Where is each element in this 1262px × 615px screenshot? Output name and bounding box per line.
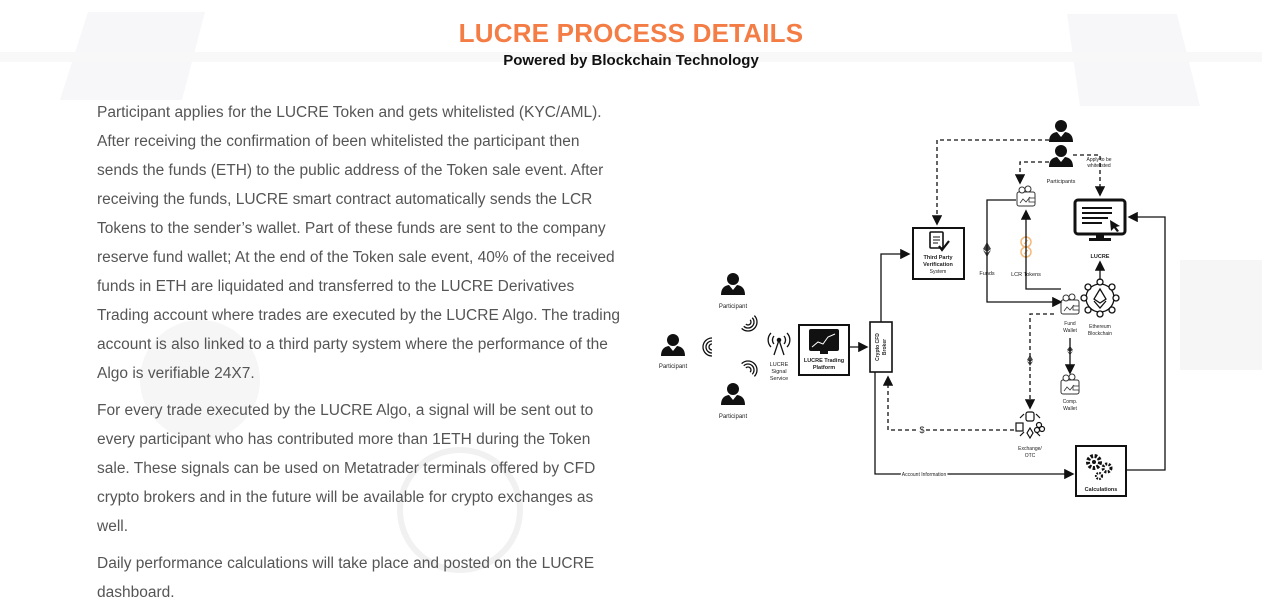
arrow-broker-to-verification <box>880 248 911 322</box>
participant-top-label: Participant <box>719 304 748 310</box>
trading-label-2: Platform <box>813 365 835 371</box>
calculations-label: Calculations <box>1085 487 1118 493</box>
signal-label-1: LUCRE <box>770 362 789 368</box>
dash-fund-to-exchange <box>1024 313 1054 410</box>
calculations: Calculations <box>1075 445 1127 497</box>
paragraph-process: Participant applies for the LUCRE Token … <box>97 104 620 382</box>
antenna-icon <box>767 332 791 356</box>
participant-bottom: Participant <box>719 383 748 420</box>
ethereum-blockchain: Ethereum Blockchain <box>1080 278 1120 337</box>
arrow-blockchain-to-wallet <box>1020 209 1061 290</box>
account-info-label: Account Information <box>902 472 947 478</box>
dash-participants-to-wallet <box>1014 161 1049 185</box>
dollar-label: $ <box>919 425 924 435</box>
monitor-cursor-icon <box>1073 198 1127 241</box>
person-icon <box>661 334 685 356</box>
comp-wallet-label-2: Wallet <box>1063 406 1077 412</box>
third-party-label-2: Verification <box>923 262 953 268</box>
crypto-exchange-icon <box>1015 411 1046 440</box>
crypto-cfd-broker: Crypto CFD Broker <box>869 321 893 373</box>
dash-participant-to-verification <box>931 139 1049 226</box>
exchange-otc: Exchange/ OTC <box>1015 411 1046 459</box>
process-diagram: Participant Participant Participant LUCR… <box>659 120 1166 497</box>
fund-wallet-label-2: Wallet <box>1063 328 1077 334</box>
page-subtitle: Powered by Blockchain Technology <box>503 52 759 69</box>
apply-label-1: Apply to be <box>1086 157 1111 163</box>
third-party-label-1: Third Party <box>923 255 953 261</box>
exchange-label-1: Exchange/ <box>1018 446 1042 452</box>
broker-box <box>869 321 893 373</box>
paragraph-calculations: Daily performance calculations will take… <box>97 555 595 601</box>
calculations-box <box>1075 445 1127 497</box>
comp-wallet-icon <box>1060 373 1080 395</box>
participant-left-label: Participant <box>659 364 688 370</box>
lucre-label: LUCRE <box>1091 254 1110 260</box>
solid-connectors <box>849 199 1166 480</box>
participant-bottom-label: Participant <box>719 414 748 420</box>
wifi-icon-top <box>741 315 758 332</box>
ethereum-label-2: Blockchain <box>1088 331 1112 337</box>
participant-left: Participant <box>659 334 688 370</box>
signal-label-3: Service <box>770 376 788 382</box>
signal-label-2: Signal <box>771 369 786 375</box>
arrow-calculations-to-lucre <box>1126 211 1166 471</box>
document-check-icon <box>929 231 950 252</box>
participants-group: Participants Apply to be whitelisted <box>1047 120 1112 185</box>
person-icon <box>1049 120 1073 142</box>
broker-label-1: Crypto CFD <box>875 333 881 361</box>
participant-top: Participant <box>719 273 748 310</box>
exchange-label-2: OTC <box>1025 453 1036 459</box>
ethereum-label-1: Ethereum <box>1089 324 1111 330</box>
wifi-signal-icons <box>702 315 758 377</box>
trading-platform: LUCRE Trading Platform <box>798 324 850 376</box>
chart-monitor-icon <box>809 329 839 354</box>
arrow-funds-to-fund-wallet <box>986 199 1063 308</box>
signal-service: LUCRE Signal Service <box>767 332 791 382</box>
ethereum-network-icon <box>1080 278 1120 318</box>
participant-wallet-icon <box>1016 185 1036 207</box>
gears-icon <box>1086 454 1113 481</box>
arrow-account-info <box>874 372 1075 480</box>
third-party-verification: Third Party Verification System <box>912 227 965 280</box>
third-party-box <box>912 227 965 280</box>
participants-label: Participants <box>1047 179 1076 185</box>
dash-exchange-to-broker <box>882 375 1014 431</box>
description-column: Participant applies for the LUCRE Token … <box>97 98 625 615</box>
wifi-icon-bottom <box>741 360 758 377</box>
fund-wallet-icon <box>1060 293 1080 315</box>
third-party-label-3: System <box>930 269 947 275</box>
apply-label-2: whitelisted <box>1087 163 1111 169</box>
broker-label-2: Broker <box>882 339 888 355</box>
comp-wallet-label-1: Comp. <box>1063 399 1078 405</box>
paragraph-signals: For every trade executed by the LUCRE Al… <box>97 402 596 535</box>
trading-label-1: LUCRE Trading <box>804 358 844 364</box>
person-icon <box>1049 145 1073 167</box>
person-icon <box>721 273 745 295</box>
dashed-connectors <box>882 139 1106 431</box>
lucre-dashboard: LUCRE <box>1073 198 1127 260</box>
page-title: LUCRE PROCESS DETAILS <box>458 18 804 48</box>
wifi-icon-left <box>702 337 713 357</box>
person-icon <box>721 383 745 405</box>
dash-apply-whitelist <box>1073 154 1106 197</box>
fund-wallet-label-1: Fund <box>1064 321 1076 327</box>
